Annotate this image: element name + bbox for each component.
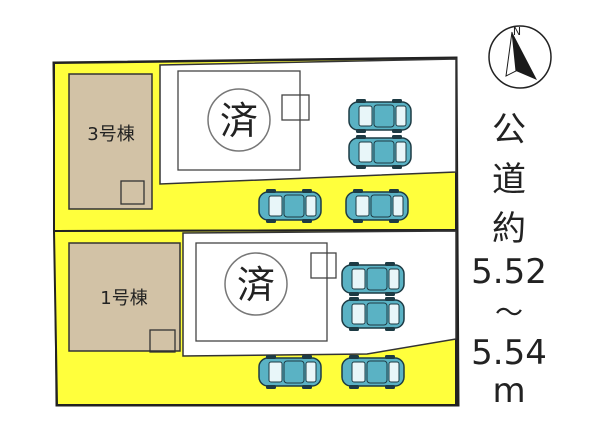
road-label-width-min: 5.52: [471, 252, 547, 292]
status-stamp-lower: 済: [224, 252, 288, 316]
compass-icon: N: [488, 25, 552, 89]
entrance-marker-building-3: [120, 180, 145, 205]
entrance-marker-lower-right: [310, 252, 337, 279]
road-label-line-2: 道: [492, 160, 526, 200]
road-label-line-3: 約: [492, 209, 526, 249]
building-existing-lower: [195, 242, 328, 342]
road-label-unit: m: [492, 371, 525, 411]
status-stamp-lower-label: 済: [237, 263, 275, 307]
car-icon: [345, 189, 409, 223]
entrance-marker-upper-right: [281, 94, 310, 121]
parked-cars: [258, 99, 412, 389]
building-3-label: 3号棟: [87, 124, 134, 145]
car-icon: [341, 297, 405, 331]
road-label: 公 道 約 5.52 ～ 5.54 m: [471, 110, 547, 411]
car-icon: [341, 262, 405, 296]
building-1-label: 1号棟: [100, 288, 147, 309]
road-label-line-1: 公: [492, 110, 526, 150]
car-icon: [258, 355, 322, 389]
car-icon: [341, 355, 405, 389]
car-icon: [258, 189, 322, 223]
road-label-range-separator: ～: [495, 296, 523, 329]
car-icon: [348, 135, 412, 169]
lot-lower-parking-area: [182, 230, 457, 357]
car-icon: [348, 99, 412, 133]
road-label-width-max: 5.54: [471, 333, 547, 373]
status-stamp-upper: 済: [207, 88, 271, 152]
entrance-marker-building-1: [149, 329, 176, 353]
status-stamp-upper-label: 済: [220, 99, 258, 143]
building-1: [68, 242, 181, 352]
building-3: [68, 73, 153, 210]
compass-north-label: N: [513, 25, 521, 38]
